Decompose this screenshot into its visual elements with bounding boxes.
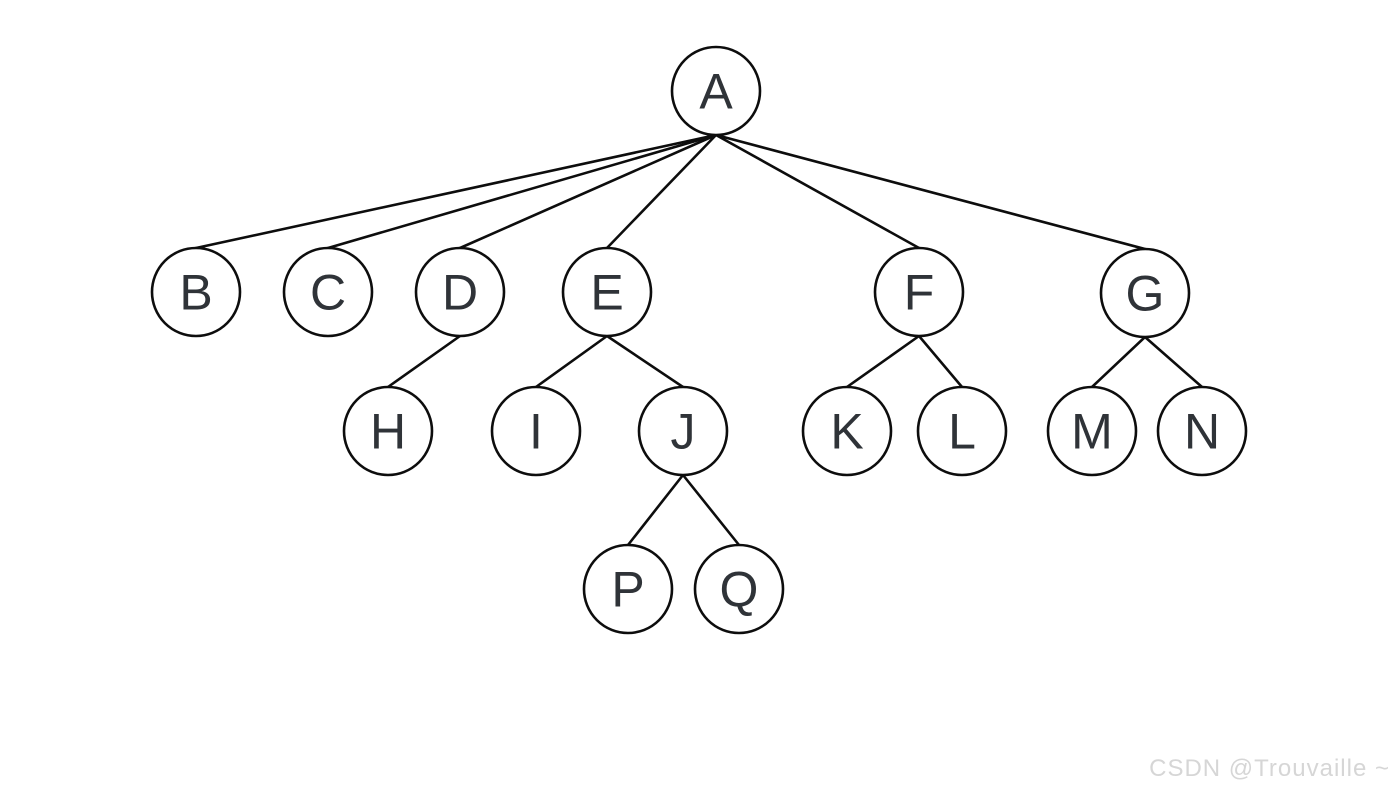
tree-edge-A-D <box>458 133 718 250</box>
node-circle-Q <box>693 543 785 635</box>
node-circle-B <box>150 246 242 338</box>
node-circle-E <box>561 246 653 338</box>
tree-edge-J-Q <box>681 473 741 547</box>
tree-node-F: F <box>873 246 965 338</box>
tree-edge-A-F <box>714 133 921 250</box>
tree-node-D: D <box>414 246 506 338</box>
node-circle-I <box>490 385 582 477</box>
tree-edge-E-J <box>605 334 685 389</box>
tree-node-L: L <box>916 385 1008 477</box>
node-circle-P <box>582 543 674 635</box>
node-circle-D <box>414 246 506 338</box>
tree-edge-A-B <box>194 133 718 250</box>
tree-node-J: J <box>637 385 729 477</box>
tree-node-Q: Q <box>693 543 785 635</box>
tree-node-G: G <box>1099 247 1191 339</box>
node-circle-G <box>1099 247 1191 339</box>
tree-node-A: A <box>670 45 762 137</box>
tree-node-H: H <box>342 385 434 477</box>
tree-node-K: K <box>801 385 893 477</box>
node-circle-A <box>670 45 762 137</box>
tree-node-B: B <box>150 246 242 338</box>
tree-edge-G-M <box>1090 335 1147 389</box>
tree-edge-A-C <box>326 133 718 250</box>
node-circle-J <box>637 385 729 477</box>
tree-edge-E-I <box>534 334 609 389</box>
tree-node-E: E <box>561 246 653 338</box>
node-circle-K <box>801 385 893 477</box>
tree-node-I: I <box>490 385 582 477</box>
node-circle-F <box>873 246 965 338</box>
tree-edge-D-H <box>386 334 462 389</box>
tree-edge-J-P <box>626 473 685 547</box>
node-circle-L <box>916 385 1008 477</box>
watermark: CSDN @Trouvaille ~ <box>1149 755 1390 782</box>
node-circle-N <box>1156 385 1248 477</box>
tree-edge-F-L <box>917 334 964 389</box>
node-circle-C <box>282 246 374 338</box>
tree-edge-G-N <box>1143 335 1204 389</box>
tree-node-P: P <box>582 543 674 635</box>
tree-node-C: C <box>282 246 374 338</box>
node-circle-H <box>342 385 434 477</box>
tree-edge-A-E <box>605 133 718 250</box>
tree-node-M: M <box>1046 385 1138 477</box>
node-circle-M <box>1046 385 1138 477</box>
tree-edge-F-K <box>845 334 921 389</box>
tree-edge-A-G <box>714 133 1147 251</box>
tree-node-N: N <box>1156 385 1248 477</box>
